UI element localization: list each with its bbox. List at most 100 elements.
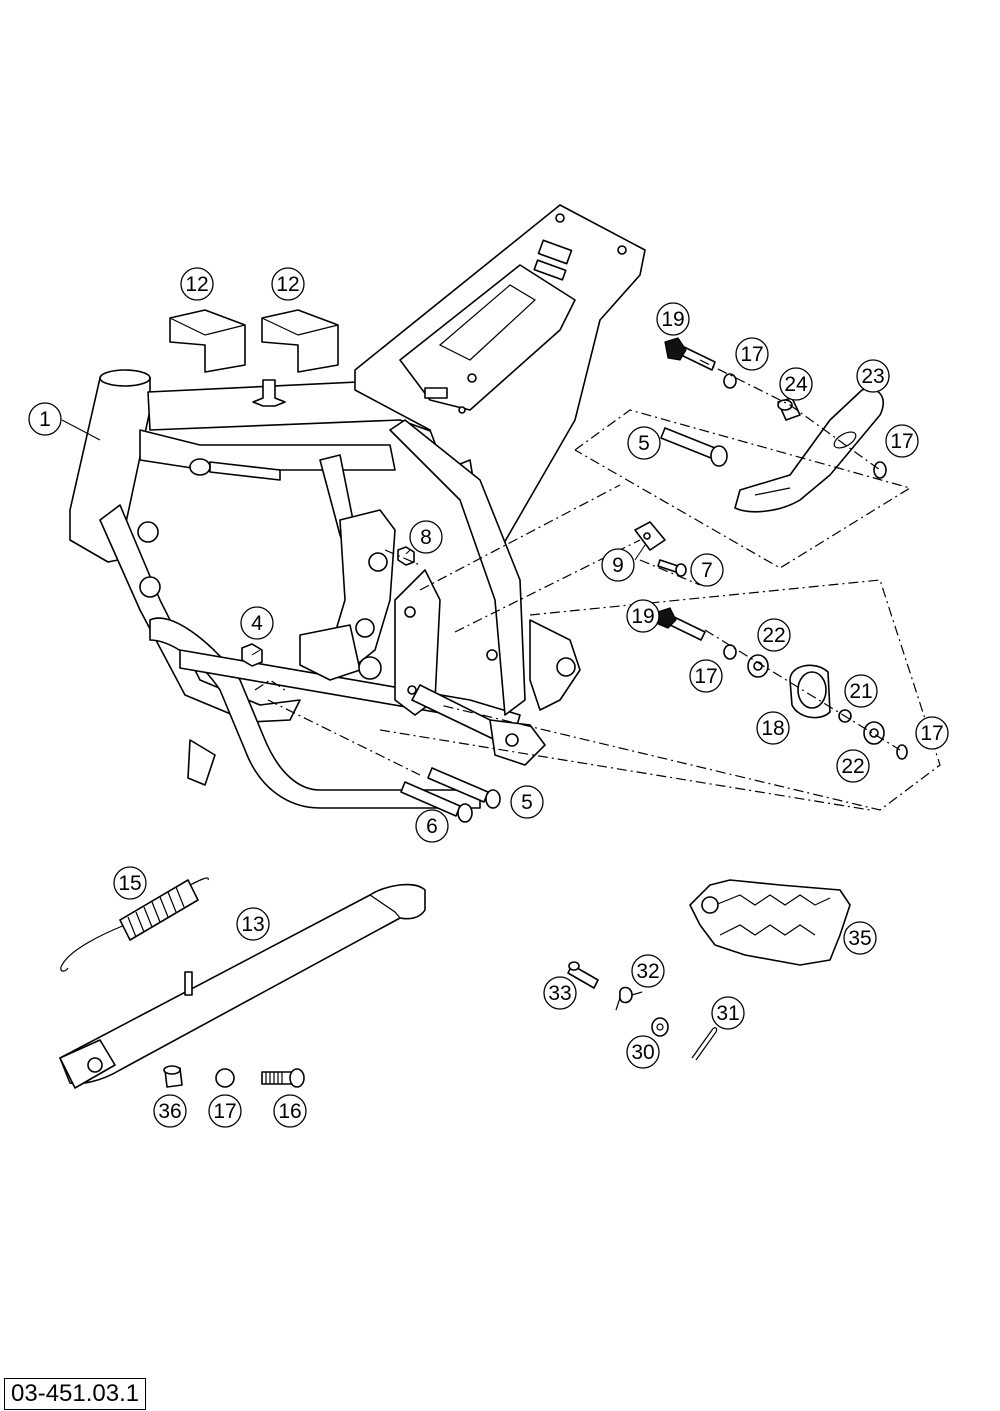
steering-head-top [99,369,151,387]
footrest-roller-group [657,607,908,760]
svg-text:17: 17 [694,665,717,688]
frame-bushing-lower [139,576,161,598]
subframe-slot-top [537,239,573,265]
chain-guard-blocks [169,309,339,373]
callout-7: 7 [690,553,724,587]
guard-block-left [169,309,246,373]
frame-rear-tube-right [389,419,526,716]
plate-hole-1 [404,606,416,618]
svg-text:35: 35 [848,927,871,950]
footpeg-bracket [529,619,581,711]
lower-bracket-hole [505,733,519,747]
svg-text:23: 23 [861,365,884,388]
svg-text:7: 7 [701,559,713,582]
bolt-5-upper [660,427,716,459]
svg-text:4: 4 [251,612,263,635]
washer-17-roller [723,644,737,660]
pin-33 [567,964,599,989]
svg-text:21: 21 [849,680,872,703]
spring-15-hook-left [60,924,126,972]
guard-block-right [261,309,339,373]
callout-12a: 12 [180,267,214,301]
side-stand-group [59,877,426,1089]
callout-36: 36 [153,1094,187,1128]
svg-text:18: 18 [761,717,784,740]
callout-13: 13 [236,907,270,941]
svg-text:5: 5 [521,791,533,814]
side-stand-13 [59,883,426,1085]
callout-12b: 12 [271,267,305,301]
svg-text:32: 32 [636,960,659,983]
callout-22b: 22 [836,749,870,783]
footpeg-bracket-hole [556,657,576,677]
subframe-hole-2 [617,245,627,255]
svg-text:17: 17 [740,343,763,366]
frame-second-tube [139,429,396,471]
swingarm-bushing-3 [358,656,382,680]
callout-4: 4 [240,606,274,640]
frame-bushing-upper [137,521,159,543]
footpeg-group [567,879,851,1061]
svg-text:16: 16 [278,1100,301,1123]
bolt-5-lower [427,767,489,803]
callout-19b: 19 [626,599,660,633]
subframe-slot-mid [533,259,567,281]
svg-text:5: 5 [638,432,650,455]
frame-assembly [69,204,646,809]
screw-7 [657,559,679,573]
svg-text:8: 8 [420,526,432,549]
callout-9: 9 [601,548,635,582]
svg-text:15: 15 [118,872,141,895]
screw-7-head [675,563,687,577]
callout-8: 8 [409,520,443,554]
svg-text:19: 19 [661,308,684,331]
callout-31: 31 [711,996,745,1030]
callout-23: 23 [856,359,890,393]
svg-text:22: 22 [841,755,864,778]
svg-text:13: 13 [241,913,264,936]
callout-17e: 17 [208,1094,242,1128]
svg-text:22: 22 [762,624,785,647]
cotter-pin-31 [691,1027,718,1061]
subframe-hole-4 [458,406,466,414]
subframe-opening [399,264,576,411]
callout-19a: 19 [656,302,690,336]
spring-15-coil [119,879,199,941]
frame-stud-head [189,458,211,476]
subframe-hole-1 [555,213,565,223]
callout-15: 15 [113,866,147,900]
svg-text:33: 33 [548,982,571,1005]
callout-5b: 5 [510,785,544,819]
callout-17b: 17 [885,424,919,458]
assembly-dash-lines [254,359,941,811]
callout-5a: 5 [627,426,661,460]
engine-mount-plate [299,624,361,681]
frame-breather [252,379,286,407]
svg-text:31: 31 [716,1002,739,1025]
swingarm-bushing-2 [355,618,375,638]
washer-30 [651,1017,669,1037]
svg-text:12: 12 [276,273,299,296]
svg-text:6: 6 [426,815,438,838]
plate-hole-3 [486,649,498,661]
drawing-number-label: 03-451.03.1 [4,1378,147,1410]
svg-text:12: 12 [185,273,208,296]
callout-32: 32 [631,954,665,988]
bolt-6 [400,781,461,817]
bolt-16-head [289,1068,305,1088]
svg-text:36: 36 [158,1100,181,1123]
washer-17-pedal [873,461,887,479]
swingarm-bushing-1 [368,552,388,572]
callout-17d: 17 [915,716,949,750]
callout-1: 1 [28,402,62,436]
svg-text:9: 9 [612,554,624,577]
bolt-19-upper-head [664,337,687,361]
bolt-5-upper-head [710,445,728,467]
spring-32 [619,986,633,1004]
frame-down-tube-left [99,504,301,723]
footpeg-pivot-hole [701,896,719,914]
svg-text:17: 17 [890,430,913,453]
bolt-5-lower-head [485,789,501,809]
